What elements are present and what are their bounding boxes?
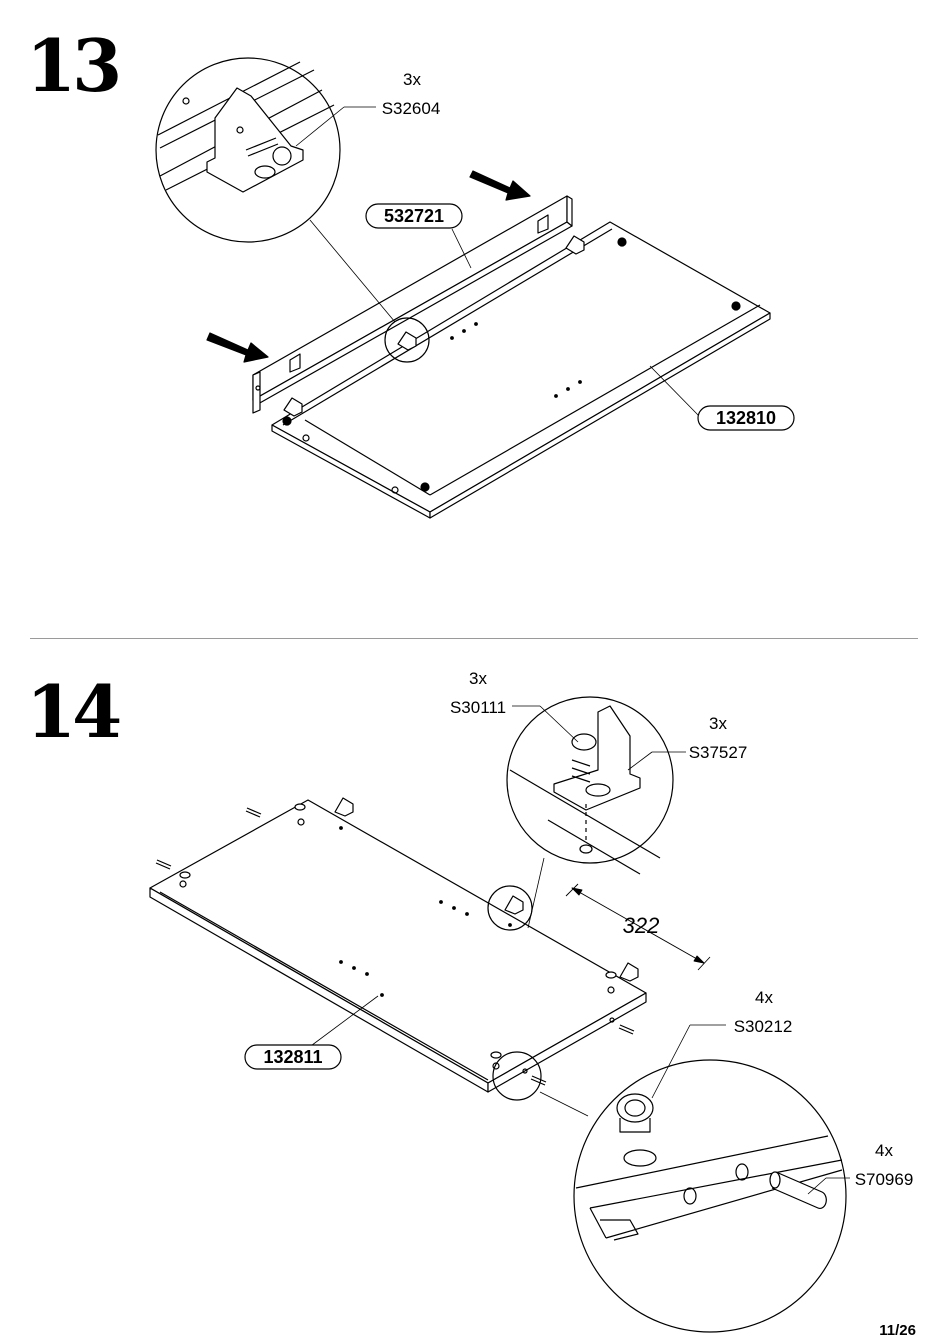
panel-132811-drawing [149,797,647,1093]
rail-532721-drawing [252,195,585,417]
detail-zoom-circle [155,57,341,243]
panel-label: 132810 [697,405,795,431]
panel-code: 132811 [263,1047,322,1067]
step-number: 14 [26,669,122,754]
leader-line [295,106,701,418]
detail-zoom-circle [506,696,674,875]
part-code: S70969 [855,1170,914,1189]
part-code: S32604 [382,99,441,118]
detail-source-circle [384,317,430,363]
detail-source-circle [487,885,533,931]
part-code: S30212 [734,1017,793,1036]
panel-code: 132810 [716,408,776,428]
step-number: 13 [26,23,122,108]
part-quantity: 4x [875,1141,893,1160]
part-code: S30111 [450,698,506,717]
detail-source-circle [492,1051,542,1101]
dimension-line [565,883,711,971]
dimension-value: 322 [623,913,660,938]
panel-label: 132811 [244,1044,342,1070]
part-code: S37527 [689,743,748,762]
part-quantity: 3x [709,714,727,733]
insertion-arrow [206,170,531,363]
step-divider [30,638,918,639]
detail-zoom-circle [573,1059,847,1333]
part-quantity: 3x [403,70,421,89]
part-quantity: 3x [469,669,487,688]
page-number: 11/26 [879,1322,916,1339]
part-quantity: 4x [755,988,773,1007]
leader-line [295,705,850,1195]
panel-code: 532721 [384,206,444,226]
panel-label: 532721 [365,203,463,229]
panel-132810-drawing [271,221,771,519]
